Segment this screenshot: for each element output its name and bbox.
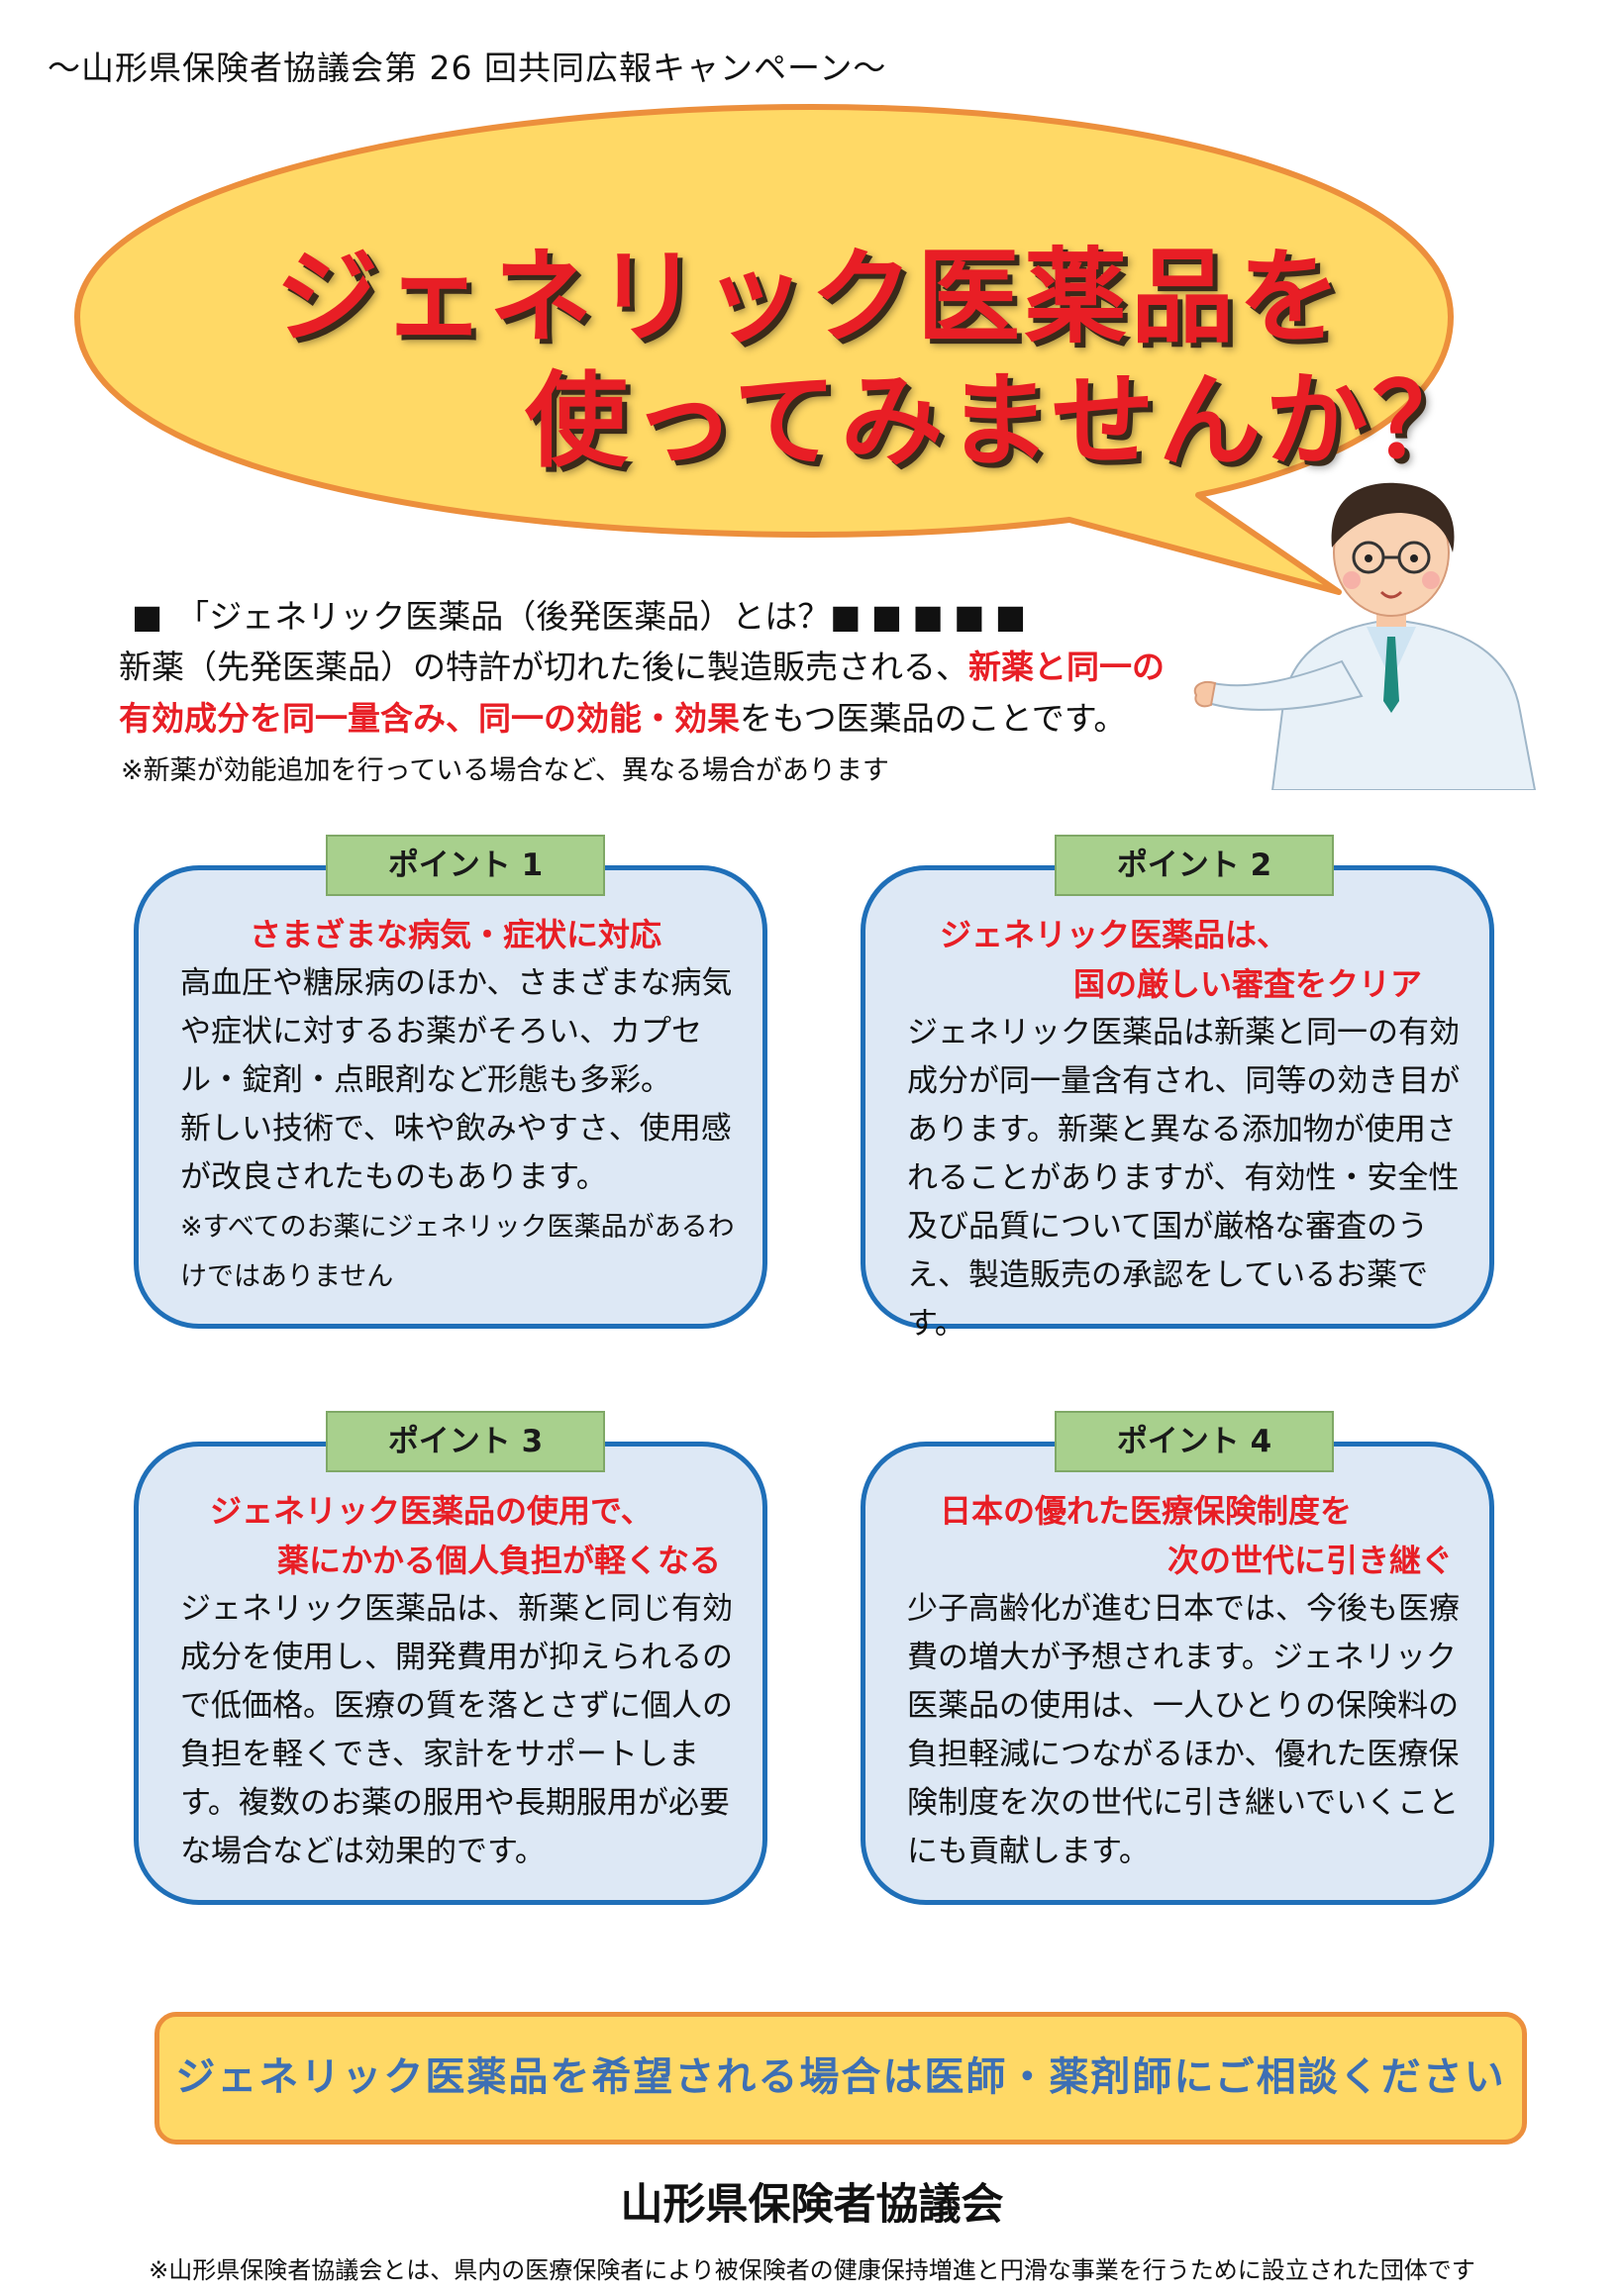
main-title-line1: ジェネリック医薬品を [275, 237, 1346, 357]
main-title-line2: 使ってみませんか？ [525, 360, 1479, 481]
point-card-1: さまざまな病気・症状に対応 高血圧や糖尿病のほか、さまざまな病気や症状に対するお… [134, 865, 767, 1329]
footnote: ※山形県保険者協議会とは、県内の医療保険者により被保険者の健康保持増進と円滑な事… [149, 2256, 1475, 2284]
organization-name: 山形県保険者協議会 [620, 2180, 1004, 2230]
point-title-3b: 薬にかかる個人負担が軽くなる [277, 1542, 722, 1579]
point-title-3a: ジェネリック医薬品の使用で、 [210, 1492, 653, 1530]
point-body-3: ジェネリック医薬品は、新薬と同じ有効成分を使用し、開発費用が抑えられるので低価格… [180, 1591, 733, 1869]
definition-text: 新薬（先発医薬品）の特許が切れた後に製造販売される、 [119, 648, 968, 686]
definition-text: をもつ医薬品のことです。 [740, 699, 1127, 738]
cta-box: ジェネリック医薬品を希望される場合は医師・薬剤師にご相談ください [154, 2012, 1527, 2145]
heading-squares: ■ ■ ■ ■ ■ [830, 597, 1027, 636]
cta-text: ジェネリック医薬品を希望される場合は医師・薬剤師にご相談ください [175, 2054, 1506, 2100]
heading-square: ■ [132, 597, 163, 636]
point-card-4: 日本の優れた医療保険制度を 次の世代に引き継ぐ 少子高齢化が進む日本では、今後も… [861, 1442, 1494, 1905]
doctor-illustration [1193, 482, 1537, 790]
point-body-2: ジェネリック医薬品は新薬と同一の有効成分が同一量含有され、同等の効き目があります… [907, 1015, 1461, 1342]
point-body-4: 少子高齢化が進む日本では、今後も医療費の増大が予想されます。ジェネリック医薬品の… [907, 1591, 1460, 1869]
definition-heading-text: 「ジェネリック医薬品（後発医薬品）とは？ [176, 597, 831, 636]
point-body-text: 高血圧や糖尿病のほか、さまざまな病気や症状に対するお薬がそろい、カプセル・錠剤・… [180, 965, 733, 1098]
campaign-header: 〜山形県保険者協議会第 26 回共同広報キャンペーン〜 [48, 49, 887, 87]
point-tag-4: ポイント 4 [1055, 1411, 1334, 1472]
speech-bubble [74, 104, 1454, 595]
definition-body: 新薬（先発医薬品）の特許が切れた後に製造販売される、新薬と同一の有効成分を同一量… [119, 642, 1228, 745]
definition-highlight: 有効成分を同一量含み、同一の効能・効果 [119, 699, 740, 738]
point-tag-1: ポイント 1 [326, 835, 605, 896]
definition-note: ※新薬が効能追加を行っている場合など、異なる場合があります [121, 755, 889, 786]
point-title-1: さまざまな病気・症状に対応 [250, 916, 662, 953]
point-note: ※すべてのお薬にジェネリック医薬品があるわけではありません [180, 1212, 735, 1292]
point-title-2a: ジェネリック医薬品は、 [940, 916, 1289, 953]
definition-heading: ■ 「ジェネリック医薬品（後発医薬品）とは？■ ■ ■ ■ ■ [132, 590, 1026, 638]
point-tag-3: ポイント 3 [326, 1411, 605, 1472]
definition-highlight: 新薬と同一の [968, 648, 1165, 686]
point-body-1: 高血圧や糖尿病のほか、さまざまな病気や症状に対するお薬がそろい、カプセル・錠剤・… [180, 959, 755, 1301]
point-body-text: 新しい技術で、味や飲みやすさ、使用感が改良されたものもあります。 [180, 1111, 732, 1195]
point-title-4a: 日本の優れた医療保険制度を [940, 1492, 1353, 1530]
point-title-4b: 次の世代に引き継ぐ [1167, 1542, 1454, 1579]
point-card-3: ジェネリック医薬品の使用で、 薬にかかる個人負担が軽くなる ジェネリック医薬品は… [134, 1442, 767, 1905]
point-title-2b: 国の厳しい審査をクリア [1073, 965, 1423, 1003]
point-tag-2: ポイント 2 [1055, 835, 1334, 896]
point-card-2: ジェネリック医薬品は、 国の厳しい審査をクリア ジェネリック医薬品は新薬と同一の… [861, 865, 1494, 1342]
